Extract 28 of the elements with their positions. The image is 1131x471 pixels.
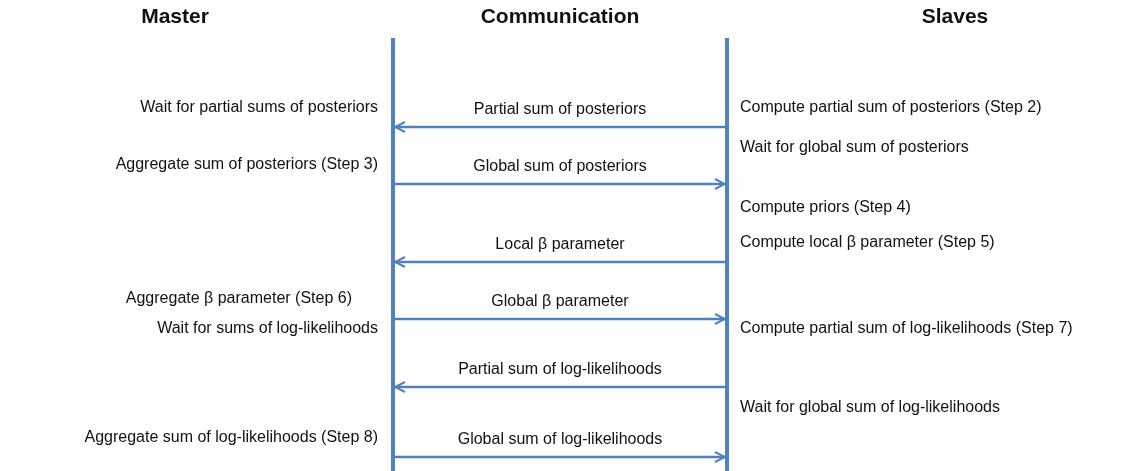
step-text: Wait for sums of log-likelihoods — [156, 318, 378, 338]
arrow — [394, 121, 725, 133]
edge-label: Global sum of posteriors — [472, 156, 648, 176]
step-text: Compute partial sum of log-likelihoods (Step 7) — [740, 318, 1074, 338]
step-text: Wait for global sum of log-likelihoods — [740, 397, 1001, 417]
edge-label: Global β parameter — [490, 291, 630, 311]
lifeline-bar — [391, 38, 395, 471]
step-text: Wait for partial sums of posteriors — [139, 97, 378, 117]
step-text: Aggregate β parameter (Step 6) — [124, 288, 352, 308]
edge-label: Local β parameter — [494, 234, 626, 254]
edge-label: Partial sum of log-likelihoods — [457, 359, 663, 379]
step-text: Aggregate sum of log-likelihoods (Step 8) — [83, 427, 378, 447]
arrow — [395, 178, 726, 190]
step-text: Wait for global sum of posteriors — [740, 137, 970, 157]
arrow — [394, 256, 725, 268]
arrow — [395, 451, 726, 463]
column-heading: Communication — [479, 6, 641, 26]
step-text: Compute priors (Step 4) — [740, 197, 912, 217]
column-heading: Slaves — [920, 6, 990, 26]
lifeline-bar — [725, 38, 729, 471]
edge-label: Global sum of log-likelihoods — [456, 429, 664, 449]
arrow — [394, 381, 725, 393]
step-text: Compute partial sum of posteriors (Step 2) — [740, 97, 1043, 117]
edge-label: Partial sum of posteriors — [472, 99, 648, 119]
step-text: Compute local β parameter (Step 5) — [740, 232, 996, 252]
step-text: Aggregate sum of posteriors (Step 3) — [114, 154, 378, 174]
arrow — [395, 313, 726, 325]
column-heading: Master — [140, 6, 210, 26]
